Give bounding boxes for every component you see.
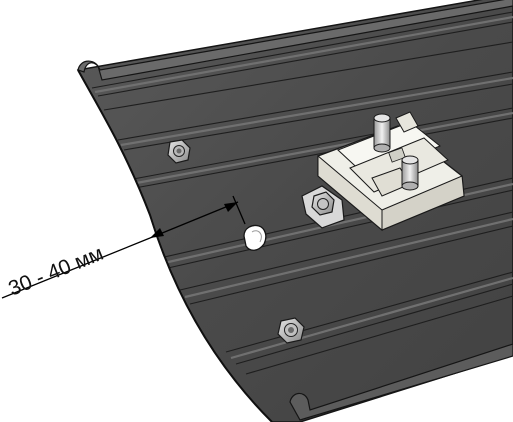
mounting-slot [243, 224, 267, 251]
hex-nut-top [167, 139, 191, 164]
terminal-pin-left [373, 113, 391, 153]
extension-line [232, 195, 246, 225]
bottom-lip [289, 343, 513, 421]
hex-nut-bottom [277, 317, 305, 344]
leader-line [1, 237, 151, 299]
dimension-line [149, 201, 239, 239]
terminal-pin-right [401, 155, 419, 191]
dimension-label: 30 - 40 мм [5, 242, 106, 301]
arrowhead-upper [224, 202, 238, 212]
left-edge [77, 69, 273, 422]
clamp-bracket [301, 185, 345, 229]
top-flange [77, 0, 513, 81]
dimension-annotation [1, 195, 246, 299]
arrowhead-lower [150, 228, 164, 238]
